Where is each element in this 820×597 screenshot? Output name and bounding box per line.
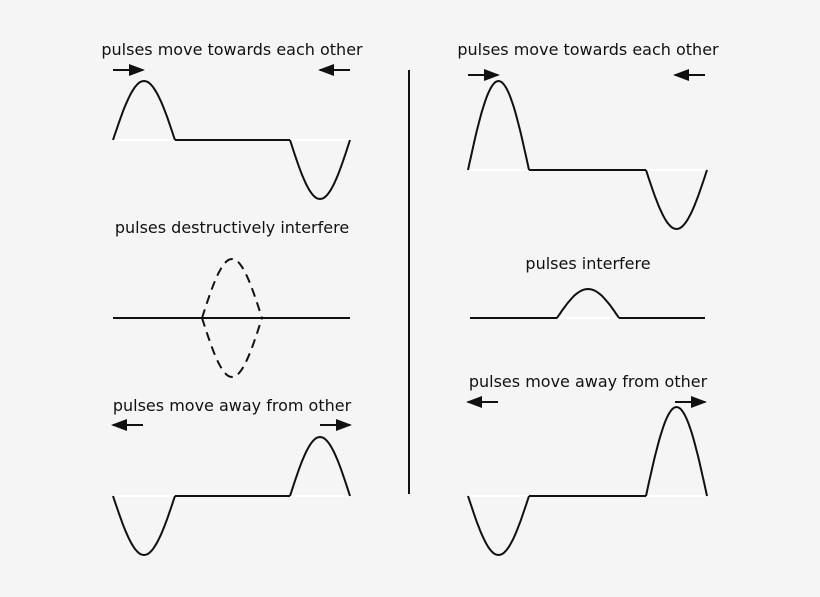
right-title-away: pulses move away from other — [469, 372, 708, 391]
right-title-interfere: pulses interfere — [525, 254, 650, 273]
pulses-interfering — [470, 287, 705, 319]
left-title-destructive: pulses destructively interfere — [115, 218, 349, 237]
dashed-pulse-down — [201, 317, 263, 379]
right-title-towards: pulses move towards each other — [457, 40, 719, 59]
pulses-approaching — [112, 79, 351, 201]
pulses-separating — [112, 435, 351, 557]
pulses-separating — [467, 405, 708, 557]
dashed-pulse-up — [201, 257, 263, 319]
pulses-approaching — [467, 79, 708, 231]
left-title-away: pulses move away from other — [113, 396, 352, 415]
left-title-towards: pulses move towards each other — [101, 40, 363, 59]
